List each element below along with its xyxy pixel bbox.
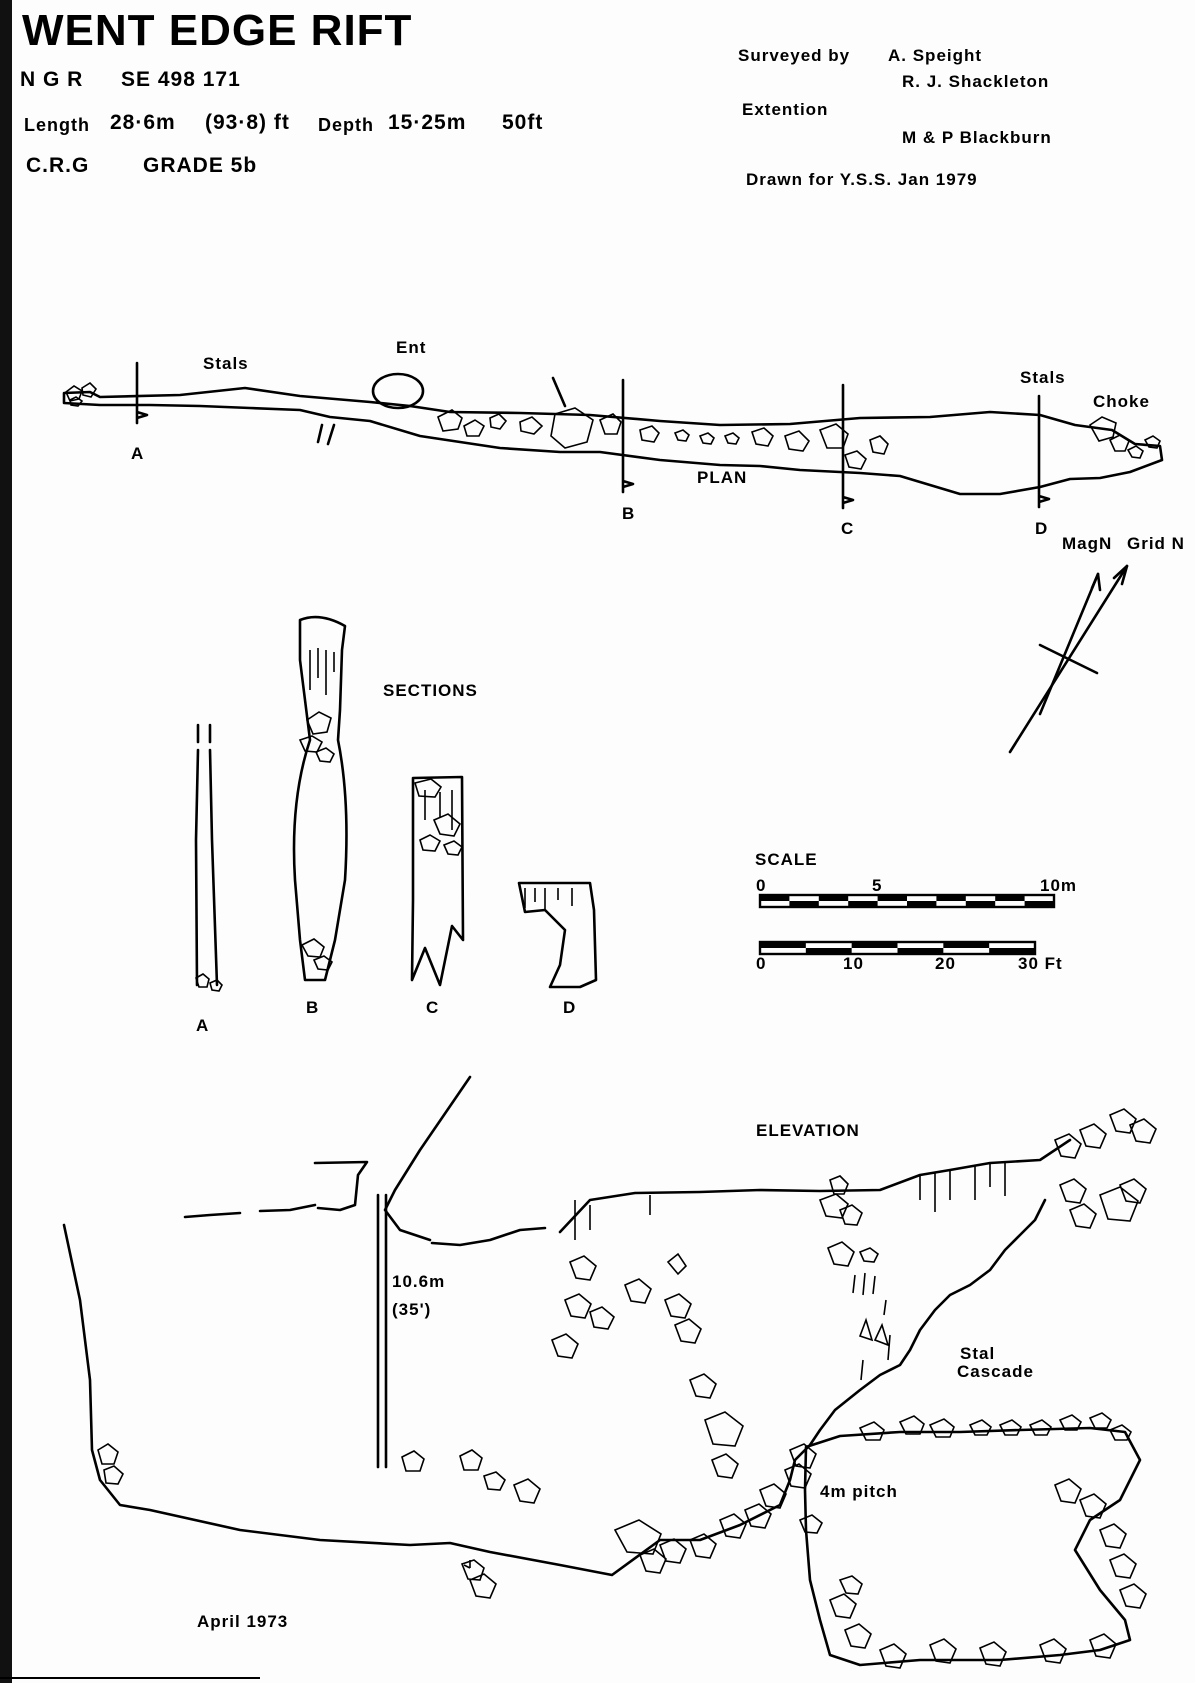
section-c xyxy=(410,775,465,987)
surveyed-by-label: Surveyed by xyxy=(738,46,851,65)
surveyor-1: A. Speight xyxy=(888,46,983,65)
footer-date: April 1973 xyxy=(197,1612,289,1631)
plan-stals-label: Stals xyxy=(203,354,249,373)
elevation-pitch-rope xyxy=(376,1193,388,1469)
plan-stals-label-2: Stals xyxy=(1020,368,1066,387)
elevation-chamber xyxy=(798,1426,1142,1667)
scale-metric-segment xyxy=(965,901,996,907)
ngr-label: N G R xyxy=(20,68,84,91)
plan-section-lines xyxy=(135,361,1051,510)
pitch-height-m: 10.6m xyxy=(392,1272,446,1291)
section-d xyxy=(517,881,598,989)
scale-imperial-segment xyxy=(943,942,990,948)
scale-ft-10: 10 xyxy=(843,954,864,973)
section-b xyxy=(292,615,348,982)
scale-metric-segment xyxy=(760,895,790,901)
scale-metric-segment xyxy=(936,895,966,901)
length-value: 28·6m xyxy=(110,111,176,134)
extension-label: Extention xyxy=(742,100,829,119)
entrance-hole xyxy=(371,372,425,410)
scale-imperial-segment xyxy=(851,942,898,948)
plan-outline xyxy=(62,372,1164,496)
grade-label: GRADE 5b xyxy=(143,154,258,177)
pitch-height-ft: (35') xyxy=(392,1300,432,1319)
elevation-stalactites xyxy=(463,1272,891,1569)
section-c-label: C xyxy=(426,998,440,1017)
depth-label: Depth xyxy=(318,115,374,135)
scale-metric-segment xyxy=(877,895,907,901)
stal-cascade-label-1: Stal xyxy=(960,1344,996,1363)
drawn-for: Drawn for Y.S.S. Jan 1979 xyxy=(746,170,978,189)
plan-marker-c: C xyxy=(841,519,855,538)
scale-ft-20: 20 xyxy=(935,954,956,973)
scale-imperial-segment xyxy=(989,948,1035,954)
scale-ft-30: 30 Ft xyxy=(1018,954,1063,973)
stal-cascade-label-2: Cascade xyxy=(957,1362,1034,1381)
scan-edge xyxy=(0,0,12,1683)
scale-m-5: 5 xyxy=(872,876,883,895)
grid-north-label: Grid N xyxy=(1127,534,1185,553)
scale-imperial-segment xyxy=(897,948,944,954)
section-d-label: D xyxy=(563,998,577,1017)
section-b-label: B xyxy=(306,998,320,1017)
elevation-label: ELEVATION xyxy=(756,1121,860,1140)
section-a xyxy=(194,723,223,992)
scale-ft-0: 0 xyxy=(756,954,767,973)
scale-metric-segment xyxy=(1024,901,1054,907)
length-label: Length xyxy=(24,115,90,135)
sections-label: SECTIONS xyxy=(383,681,478,700)
scale-metric-segment xyxy=(848,901,878,907)
plan-marker-a: A xyxy=(131,444,145,463)
plan-choke-label: Choke xyxy=(1093,392,1150,411)
magnetic-north-label: MagN xyxy=(1062,534,1113,553)
scale-imperial-segment xyxy=(760,942,806,948)
scale-imperial-segment xyxy=(805,948,852,954)
scale-metric-segment xyxy=(818,895,849,901)
elevation-boulders xyxy=(97,1108,1157,1669)
north-arrows xyxy=(1008,564,1129,754)
scale-metric-segment xyxy=(907,901,937,907)
ngr-value: SE 498 171 xyxy=(121,68,241,91)
scale-m-10: 10m xyxy=(1040,876,1078,895)
surveyor-2: R. J. Shackleton xyxy=(902,72,1050,91)
depth-ft: 50ft xyxy=(502,111,544,134)
plan-marker-b: B xyxy=(622,504,636,523)
scale-metric-segment xyxy=(789,901,819,907)
extension-by: M & P Blackburn xyxy=(902,128,1052,147)
plan-entrance-label: Ent xyxy=(396,338,427,357)
plan-boulders xyxy=(65,381,1161,470)
length-ft: (93·8) ft xyxy=(205,111,290,134)
section-a-label: A xyxy=(196,1016,210,1035)
scale-label: SCALE xyxy=(755,850,818,869)
depth-value: 15·25m xyxy=(388,111,467,134)
scale-metric-segment xyxy=(995,895,1025,901)
crg-label: C.R.G xyxy=(26,154,90,177)
second-pitch-label: 4m pitch xyxy=(820,1482,898,1501)
plan-marker-d: D xyxy=(1035,519,1049,538)
survey-title: WENT EDGE RIFT xyxy=(22,6,413,55)
elevation-outline xyxy=(62,1075,1072,1577)
scale-m-0: 0 xyxy=(756,876,767,895)
plan-label: PLAN xyxy=(697,468,748,487)
